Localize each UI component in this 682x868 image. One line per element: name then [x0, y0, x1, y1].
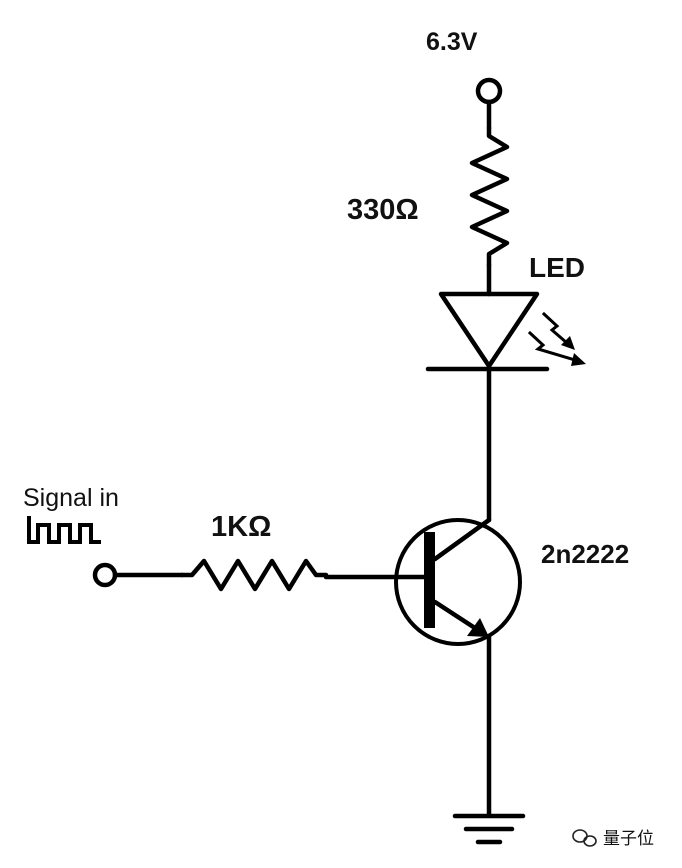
ground-icon — [452, 813, 526, 845]
transistor-2n2222 — [394, 517, 522, 646]
resistor-1k-symbol — [179, 558, 329, 592]
supply-voltage-label: 6.3V — [426, 28, 478, 56]
watermark-text: 量子位 — [603, 829, 654, 848]
resistor-330-label: 330Ω — [347, 194, 419, 226]
resistor-1k-label: 1KΩ — [211, 511, 271, 543]
watermark: 量子位 — [572, 829, 654, 848]
transistor-label: 2n2222 — [541, 539, 629, 569]
light-arrows-icon — [527, 311, 586, 366]
led-label: LED — [529, 252, 585, 283]
signal-in-label: Signal in — [23, 484, 119, 512]
signal-in-terminal — [92, 562, 118, 588]
square-wave-icon — [27, 516, 101, 544]
led-triangle — [438, 291, 540, 369]
resistor-330-symbol — [469, 125, 510, 268]
wechat-icon — [572, 829, 597, 847]
supply-terminal — [475, 77, 503, 105]
